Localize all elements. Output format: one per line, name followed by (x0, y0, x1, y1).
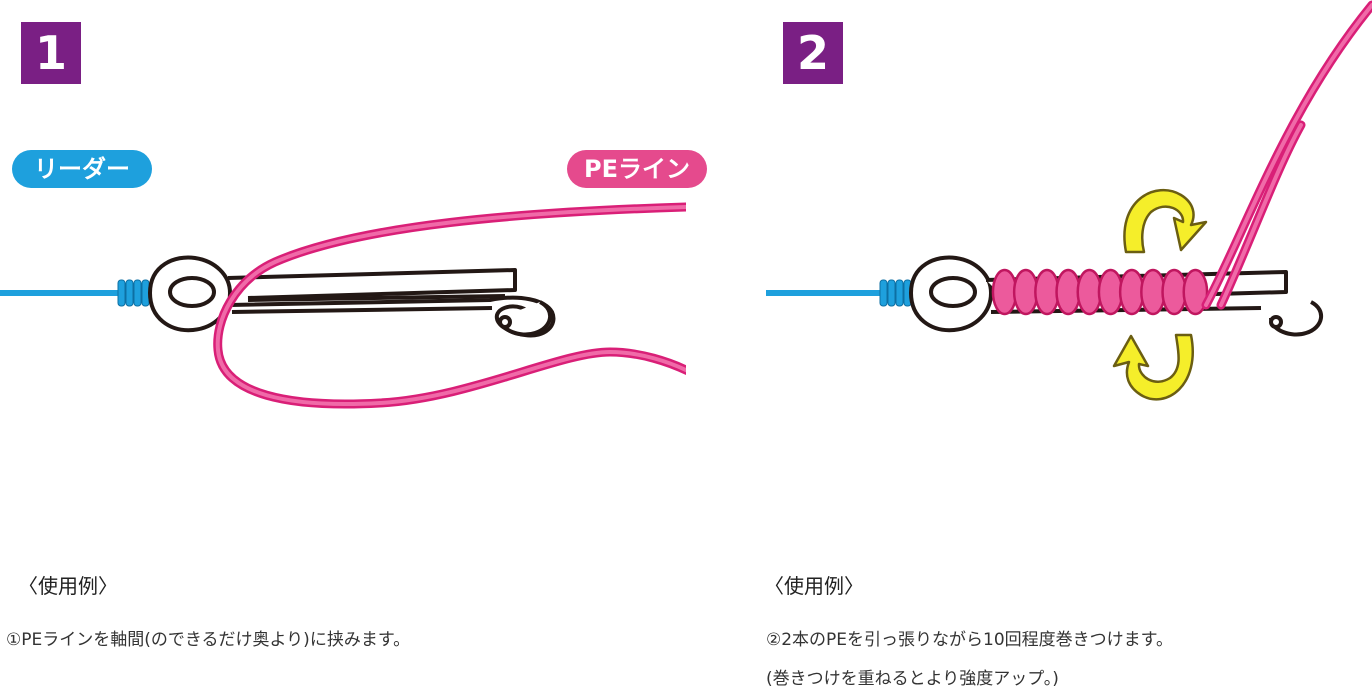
pe-wrap-coil (1118, 268, 1145, 316)
pe-wrap-coil (1097, 268, 1124, 316)
pe-wrap-coil (1055, 268, 1082, 316)
step-number-badge: 1 (21, 22, 81, 84)
step-2-panel: 2 〈使用例〉 (686, 0, 1372, 689)
pe-line-label: PEライン (567, 150, 707, 188)
rotate-clockwise-arrow-icon (1123, 189, 1208, 254)
pe-line-wraps (991, 268, 1209, 316)
step-1-panel: 1 リーダー PEライン 〈使用例〉 (0, 0, 707, 688)
step-1-illustration (0, 202, 686, 409)
leader-label: リーダー (12, 150, 152, 188)
leader-knot (117, 279, 150, 307)
snap-clip (148, 255, 556, 338)
pe-wrap-coil (1161, 268, 1188, 316)
step-description-line-1: ②2本のPEを引っ張りながら10回程度巻きつけます。 (766, 630, 1173, 650)
pe-wrap-coil (1076, 268, 1103, 316)
pe-wrap-coil (1034, 268, 1060, 316)
step-description-line-2: (巻きつけを重ねるとより強度アップ。) (766, 669, 1059, 689)
step-description: ①PEラインを軸間(のできるだけ奥より)に挟みます。 (6, 630, 411, 650)
pe-wrap-coil (1140, 268, 1166, 316)
rotate-counterclockwise-arrow-icon (1112, 333, 1194, 401)
pe-wrap-coil (1012, 268, 1039, 316)
pe-wrap-coil (991, 268, 1018, 316)
step-number-badge: 2 (783, 22, 843, 84)
usage-example-title: 〈使用例〉 (764, 574, 864, 598)
usage-example-title: 〈使用例〉 (18, 574, 118, 598)
step-2-illustration (766, 0, 1372, 401)
pe-wrap-coil (1182, 268, 1209, 316)
leader-knot (879, 279, 912, 307)
